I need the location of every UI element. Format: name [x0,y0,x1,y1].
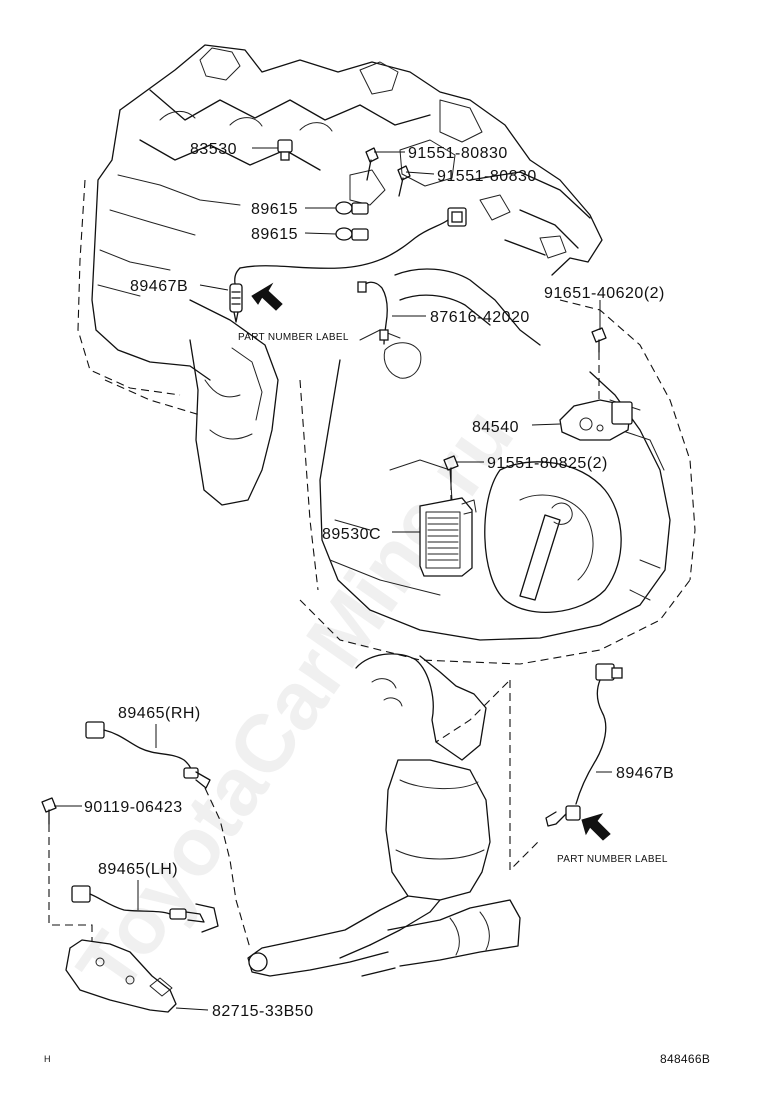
label-91551-80825[interactable]: 91551-80825(2) [487,455,608,472]
exhaust-assembly [65,653,521,1013]
footer: H 848466B [44,1052,710,1066]
label-91551-80830-b[interactable]: 91551-80830 [437,168,537,185]
part-84540-switch[interactable] [559,399,633,441]
part-90119-06423-bolt[interactable] [41,797,57,825]
label-89465-rh[interactable]: 89465(RH) [118,705,201,722]
part-89615-sensor-b[interactable] [335,227,369,241]
part-89465-lh-sensor[interactable] [71,885,219,933]
phantom-90119-to-bracket [48,824,93,942]
label-89467B-top[interactable]: 89467B [130,278,188,295]
part-89615-sensor-a[interactable] [335,201,369,215]
label-89465-lh[interactable]: 89465(LH) [98,861,178,878]
label-89530C[interactable]: 89530C [322,526,381,543]
watermark-text: ToyotaCarMine.ru [60,392,531,1010]
label-82715-33B50[interactable]: 82715-33B50 [212,1003,314,1020]
part-91551-80830-bolt-a[interactable] [365,147,379,181]
arrow-part-number-label-right [581,813,611,841]
label-89615-a[interactable]: 89615 [251,201,298,218]
label-part-number-label-top: PART NUMBER LABEL [238,332,349,343]
arrow-part-number-label-top [251,282,283,311]
harness-upper [239,219,449,269]
phantom-right-sensor-line [509,680,541,872]
part-91551-80830-bolt-b[interactable] [397,165,411,197]
part-83530-switch[interactable] [277,139,293,161]
label-89615-b[interactable]: 89615 [251,226,298,243]
footer-left-mark: H [44,1054,51,1064]
part-89465-rh-sensor[interactable] [85,721,211,789]
part-87616-42020-wire[interactable] [357,281,389,345]
drawing-number: 848466B [660,1052,710,1066]
phantom-upper-to-exhaust [435,681,509,743]
label-83530[interactable]: 83530 [190,141,237,158]
part-89467B-top-sensor[interactable] [229,267,243,323]
phantom-rh-to-exhaust [204,787,251,949]
label-91551-80830-a[interactable]: 91551-80830 [408,145,508,162]
harness-connector-upper[interactable] [447,207,467,227]
label-87616-42020[interactable]: 87616-42020 [430,309,530,326]
label-84540[interactable]: 84540 [472,419,519,436]
label-90119-06423[interactable]: 90119-06423 [84,799,183,816]
label-89467B-right[interactable]: 89467B [616,765,674,782]
label-91651-40620[interactable]: 91651-40620(2) [544,285,665,302]
label-part-number-label-right: PART NUMBER LABEL [557,854,668,865]
part-89530C-ecu[interactable] [419,497,477,577]
watermark: ToyotaCarMine.ru [60,392,531,1010]
leader-lines [54,147,612,1011]
part-89467B-right-sensor[interactable] [545,663,623,827]
part-91651-40620-bolt[interactable] [591,327,607,353]
part-labels: 83530 91551-80830 91551-80830 89615 8961… [84,141,674,1020]
part-91551-80825-bolt[interactable] [443,455,459,483]
